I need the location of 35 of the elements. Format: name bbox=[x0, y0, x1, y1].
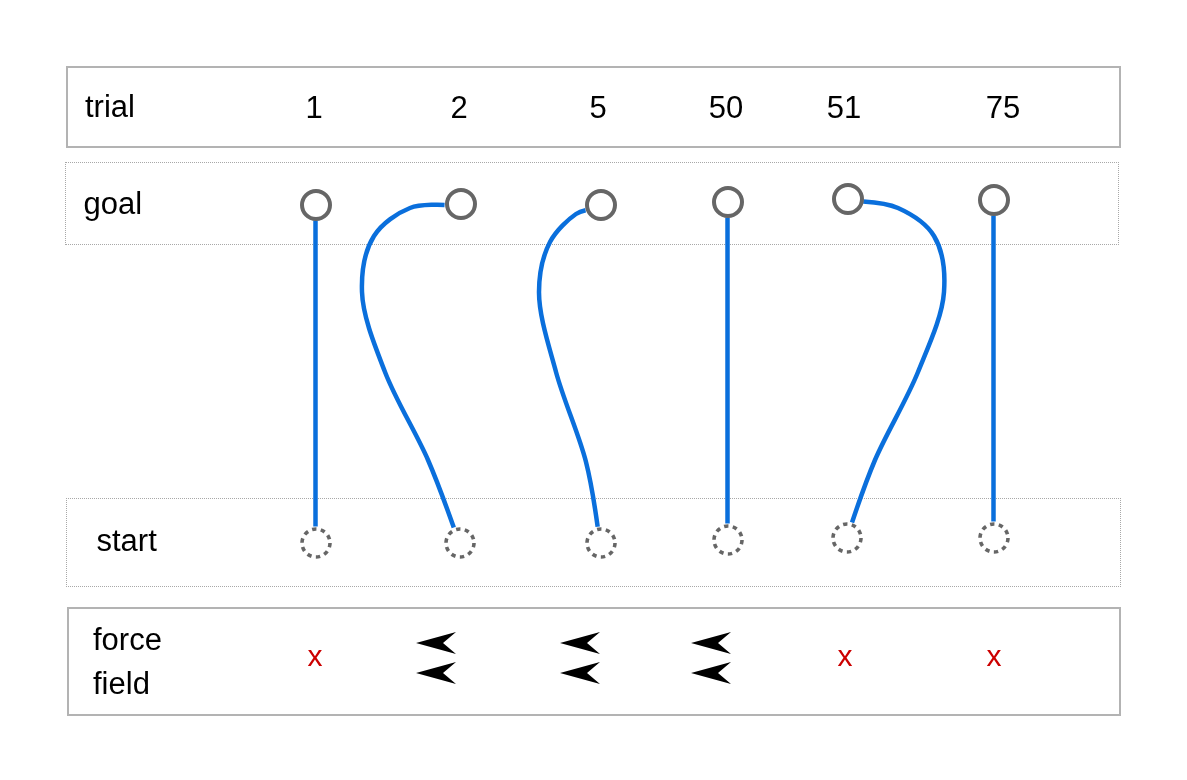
row-label: force field bbox=[93, 621, 163, 703]
row-label: goal bbox=[83, 185, 143, 222]
row-label: trial bbox=[85, 89, 135, 125]
trajectory-curve bbox=[725, 217, 730, 524]
header-panel bbox=[66, 66, 1121, 148]
dotted-panel bbox=[66, 498, 1121, 587]
dotted-circle bbox=[584, 526, 617, 559]
column-number: 51 bbox=[826, 90, 862, 126]
ring-marker bbox=[299, 188, 332, 221]
cross-mark: x bbox=[837, 641, 853, 671]
column-number: 2 bbox=[450, 90, 468, 126]
trajectory-curve bbox=[849, 199, 947, 524]
dotted-panel bbox=[65, 162, 1119, 245]
dotted-circle bbox=[299, 526, 332, 559]
column-number: 1 bbox=[305, 90, 323, 126]
cross-mark: x bbox=[307, 641, 323, 671]
bottom-panel bbox=[67, 607, 1121, 716]
dotted-circle bbox=[711, 523, 744, 556]
ring-marker bbox=[977, 183, 1010, 216]
trajectory-curve bbox=[313, 220, 318, 527]
dotted-circle bbox=[830, 521, 863, 554]
ring-marker bbox=[711, 185, 744, 218]
cross-mark: x bbox=[986, 641, 1002, 671]
column-number: 5 bbox=[589, 90, 607, 126]
ring-marker bbox=[831, 182, 864, 215]
trajectory-curve bbox=[991, 215, 996, 522]
row-label: start bbox=[96, 522, 157, 559]
dotted-circle bbox=[977, 521, 1010, 554]
ring-marker bbox=[584, 188, 617, 221]
trajectory-curve bbox=[359, 202, 456, 529]
ring-marker bbox=[444, 187, 477, 220]
column-number: 50 bbox=[708, 90, 744, 126]
column-number: 75 bbox=[985, 90, 1021, 126]
dotted-circle bbox=[443, 526, 476, 559]
trajectory-curve bbox=[536, 208, 600, 528]
